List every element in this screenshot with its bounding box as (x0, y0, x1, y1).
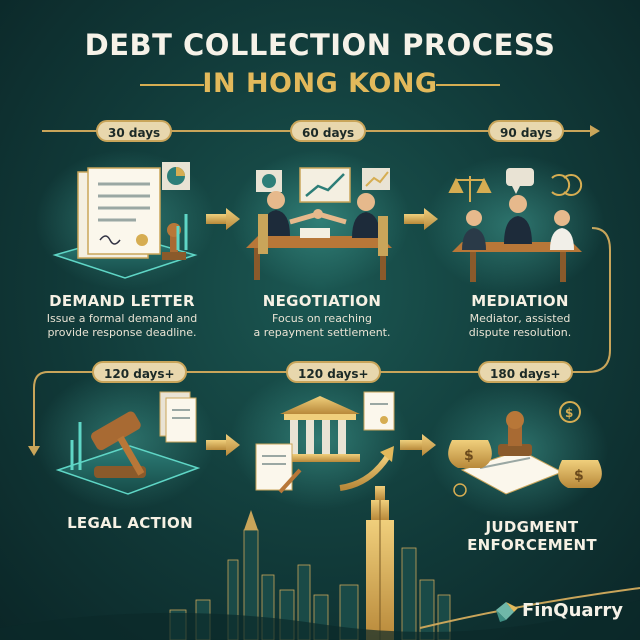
step-title-negotiation: NEGOTIATION (262, 292, 382, 310)
brand-name: FinQuarry (522, 600, 624, 621)
bar-chart-icon (70, 422, 82, 470)
courthouse-icon (280, 396, 360, 462)
day-pill-180: 180 days+ (478, 361, 573, 383)
step-title-legal-action: LEGAL ACTION (67, 514, 193, 532)
handshake-icon (289, 209, 347, 225)
step-1-illustration (35, 150, 215, 290)
party-right-icon (550, 210, 574, 250)
gavel-icon (91, 411, 146, 478)
table-icon (246, 228, 392, 280)
step-desc-negotiation: Focus on reaching a repayment settlement… (222, 312, 422, 340)
svg-text:$: $ (464, 448, 474, 464)
pie-chart-icon (162, 162, 190, 190)
chart-icon (256, 167, 390, 203)
mediator-icon (504, 195, 532, 244)
svg-text:$: $ (565, 406, 573, 420)
person-left-icon (258, 191, 290, 254)
coin-icon: $ (453, 401, 581, 497)
desc-line: a repayment settlement. (253, 326, 391, 339)
finquarry-logo-icon (496, 602, 518, 622)
step-desc-mediation: Mediator, assisted dispute resolution. (420, 312, 620, 340)
step-6-illustration: $ $ $ (428, 380, 608, 520)
subtitle-wrap: IN HONG KONG (0, 68, 640, 99)
step-title-demand-letter: DEMAND LETTER (49, 292, 195, 310)
money-bag-icon: $ $ (448, 440, 602, 488)
bar-chart-icon (176, 214, 188, 250)
title-rule-right (436, 84, 500, 86)
step-title-enforcement: ENFORCEMENT (467, 536, 597, 554)
step-title-mediation: MEDIATION (471, 292, 569, 310)
page-title: DEBT COLLECTION PROCESS (84, 28, 556, 62)
stamp-icon (498, 411, 532, 456)
step-5-illustration (230, 370, 410, 510)
step-desc-demand-letter: Issue a formal demand and provide respon… (22, 312, 222, 340)
scales-icon (448, 176, 492, 202)
desc-line: dispute resolution. (468, 326, 572, 339)
desc-line: provide response deadline. (47, 326, 197, 339)
svg-text:$: $ (574, 468, 584, 484)
day-pill-120-mid: 120 days+ (286, 361, 381, 383)
document-pen-icon (255, 443, 302, 494)
document-small-icon (363, 391, 395, 431)
step-3-illustration (425, 155, 605, 295)
refresh-icon (551, 174, 583, 196)
day-pill-30: 30 days (96, 120, 173, 142)
day-pill-120-left: 120 days+ (92, 361, 187, 383)
stacked-documents-icon (159, 391, 197, 443)
tower-ifc (366, 486, 394, 640)
growth-arrow-icon (339, 446, 394, 491)
party-left-icon (462, 210, 486, 250)
step-title-judgment: JUDGMENT (485, 518, 579, 536)
person-right-icon (352, 193, 388, 256)
title-rule-left (140, 84, 204, 86)
skyline (0, 486, 640, 640)
desc-line: Issue a formal demand and (46, 312, 198, 325)
step-4-illustration (35, 370, 215, 510)
page-subtitle: IN HONG KONG (202, 68, 438, 99)
desc-line: Mediator, assisted (469, 312, 571, 325)
document-icon (77, 167, 161, 259)
step-2-illustration (230, 150, 410, 290)
day-pill-90: 90 days (488, 120, 565, 142)
speech-bubble-icon (506, 168, 534, 194)
day-pill-60: 60 days (290, 120, 367, 142)
desc-line: Focus on reaching (272, 312, 372, 325)
